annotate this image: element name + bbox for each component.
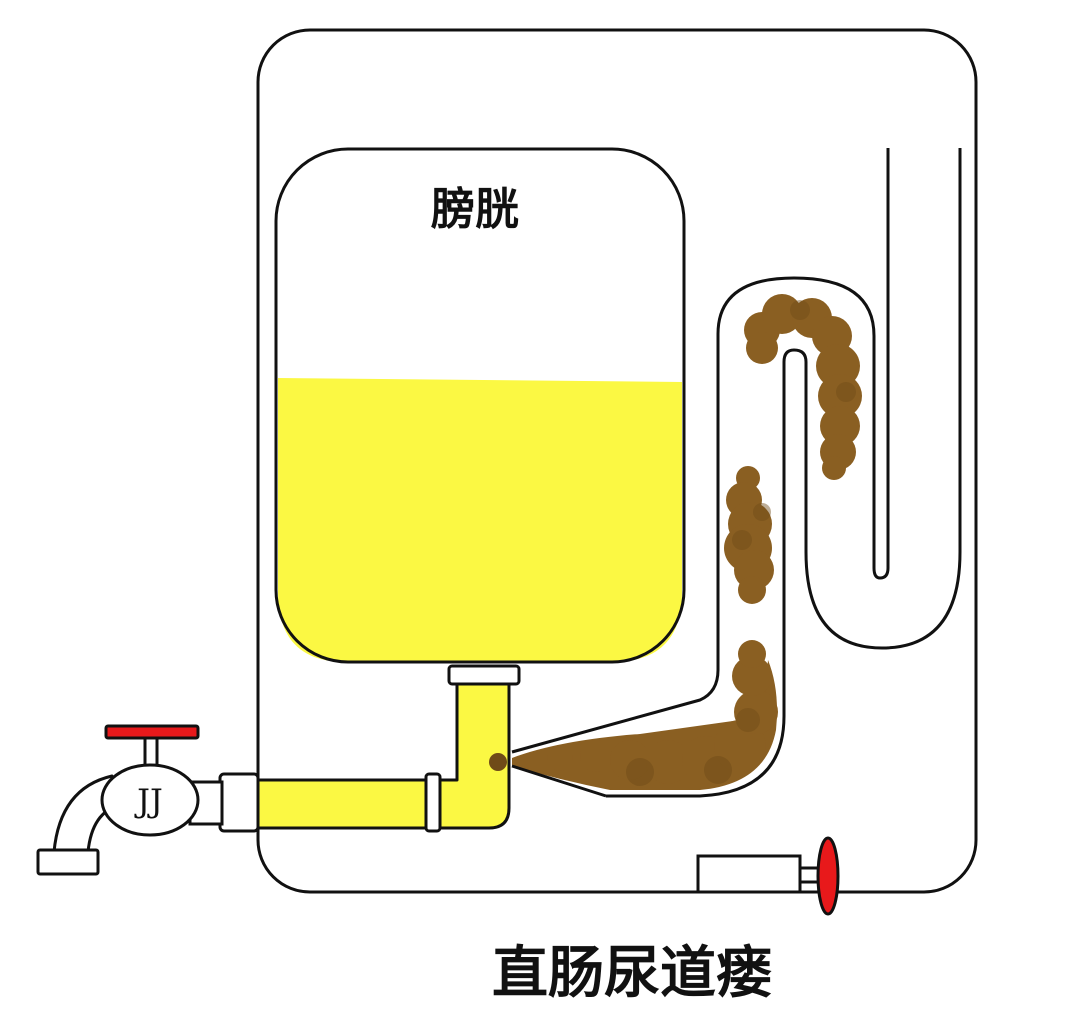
valve-stem bbox=[143, 736, 159, 768]
diagram-caption: 直肠尿道瘘 bbox=[492, 941, 772, 1006]
bladder-tank: 膀胱 bbox=[274, 147, 686, 664]
drain-valve-icon bbox=[696, 836, 840, 916]
bladder-urine-fill bbox=[278, 378, 682, 662]
faucet-badge: JJ bbox=[134, 782, 163, 820]
feces-mass bbox=[489, 294, 862, 790]
valve-handle-icon bbox=[104, 724, 200, 740]
faucet-icon: JJ bbox=[36, 724, 260, 876]
rectal-tube-interior bbox=[512, 148, 960, 796]
faucet-connector bbox=[218, 772, 260, 833]
urine-pipe bbox=[256, 664, 521, 833]
rectal-tube-funnel-edge bbox=[511, 764, 607, 798]
bladder-outlet-collar bbox=[447, 664, 521, 686]
pipe-joint bbox=[424, 772, 442, 833]
drain-handle bbox=[816, 836, 840, 916]
rectal-tube-outer-wall bbox=[511, 148, 890, 754]
faucet-body bbox=[100, 763, 200, 837]
faucet-spout-tip bbox=[36, 848, 100, 876]
rectal-tube bbox=[489, 148, 962, 798]
rectal-tube-inner-wall bbox=[606, 148, 962, 798]
bladder-outline bbox=[274, 147, 686, 664]
bladder-label: 膀胱 bbox=[430, 184, 519, 235]
drain-box bbox=[696, 854, 802, 894]
